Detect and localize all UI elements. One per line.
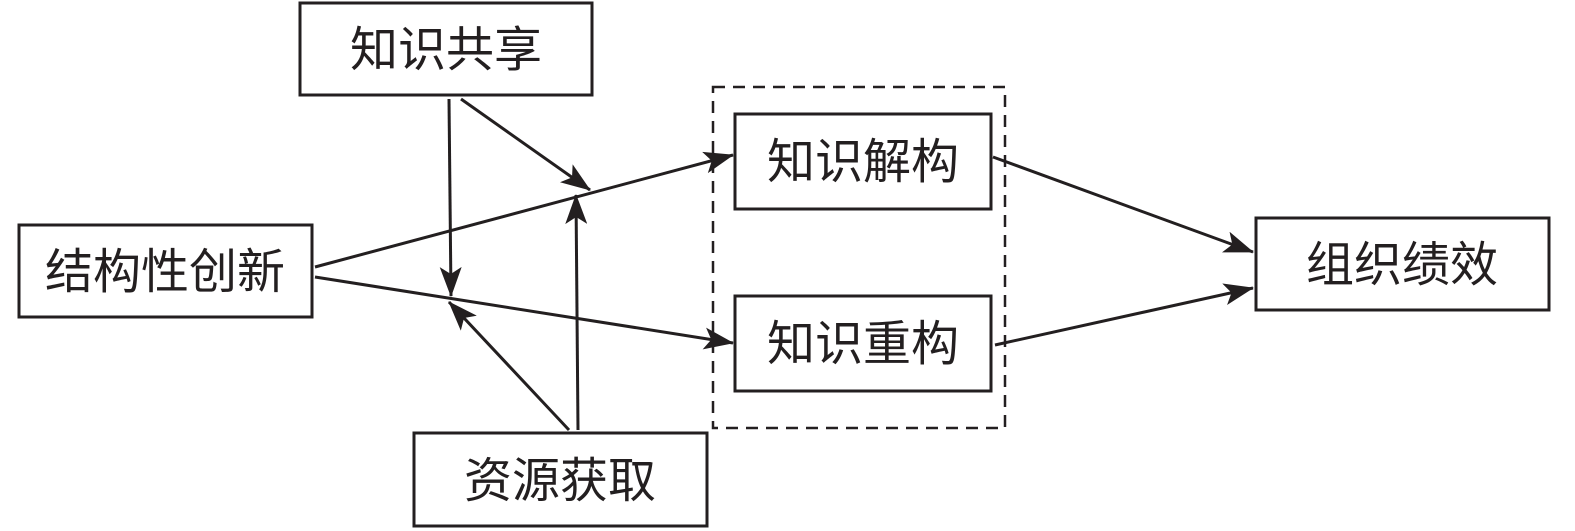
- edge-resource-moderates-reconstruction: [447, 300, 571, 432]
- node-structural-innovation: 结构性创新: [17, 223, 314, 319]
- node-knowledge-deconstruction-label: 知识解构: [767, 134, 959, 190]
- node-structural-innovation-box: [17, 223, 314, 319]
- node-structural-innovation-label: 结构性创新: [45, 244, 285, 300]
- node-resource-acquisition-box: [412, 431, 709, 528]
- node-knowledge-reconstruction-box: [733, 294, 993, 393]
- edge-innovation-to-deconstruction: [314, 151, 734, 269]
- edge-deconstruction-to-performance: [992, 155, 1254, 254]
- edge-resource-moderates-deconstruction: [565, 194, 588, 431]
- edge-reconstruction-to-performance: [994, 283, 1254, 347]
- node-knowledge-reconstruction: 知识重构: [733, 294, 993, 393]
- node-knowledge-sharing-label: 知识共享: [350, 22, 542, 78]
- node-organizational-performance-label: 组织绩效: [1306, 237, 1498, 293]
- node-knowledge-reconstruction-label: 知识重构: [767, 316, 959, 372]
- node-organizational-performance: 组织绩效: [1254, 216, 1551, 312]
- node-organizational-performance-box: [1254, 216, 1551, 312]
- edge-innovation-to-reconstruction: [314, 275, 734, 350]
- edge-sharing-moderates-deconstruction: [460, 97, 591, 192]
- node-knowledge-deconstruction: 知识解构: [733, 112, 993, 211]
- node-knowledge-sharing: 知识共享: [298, 1, 594, 97]
- node-resource-acquisition: 资源获取: [412, 431, 709, 528]
- node-knowledge-deconstruction-box: [733, 112, 993, 211]
- node-resource-acquisition-label: 资源获取: [464, 453, 656, 509]
- edge-sharing-moderates-reconstruction: [439, 98, 462, 297]
- mediator-group-box: [711, 85, 1007, 430]
- node-knowledge-sharing-box: [298, 1, 594, 97]
